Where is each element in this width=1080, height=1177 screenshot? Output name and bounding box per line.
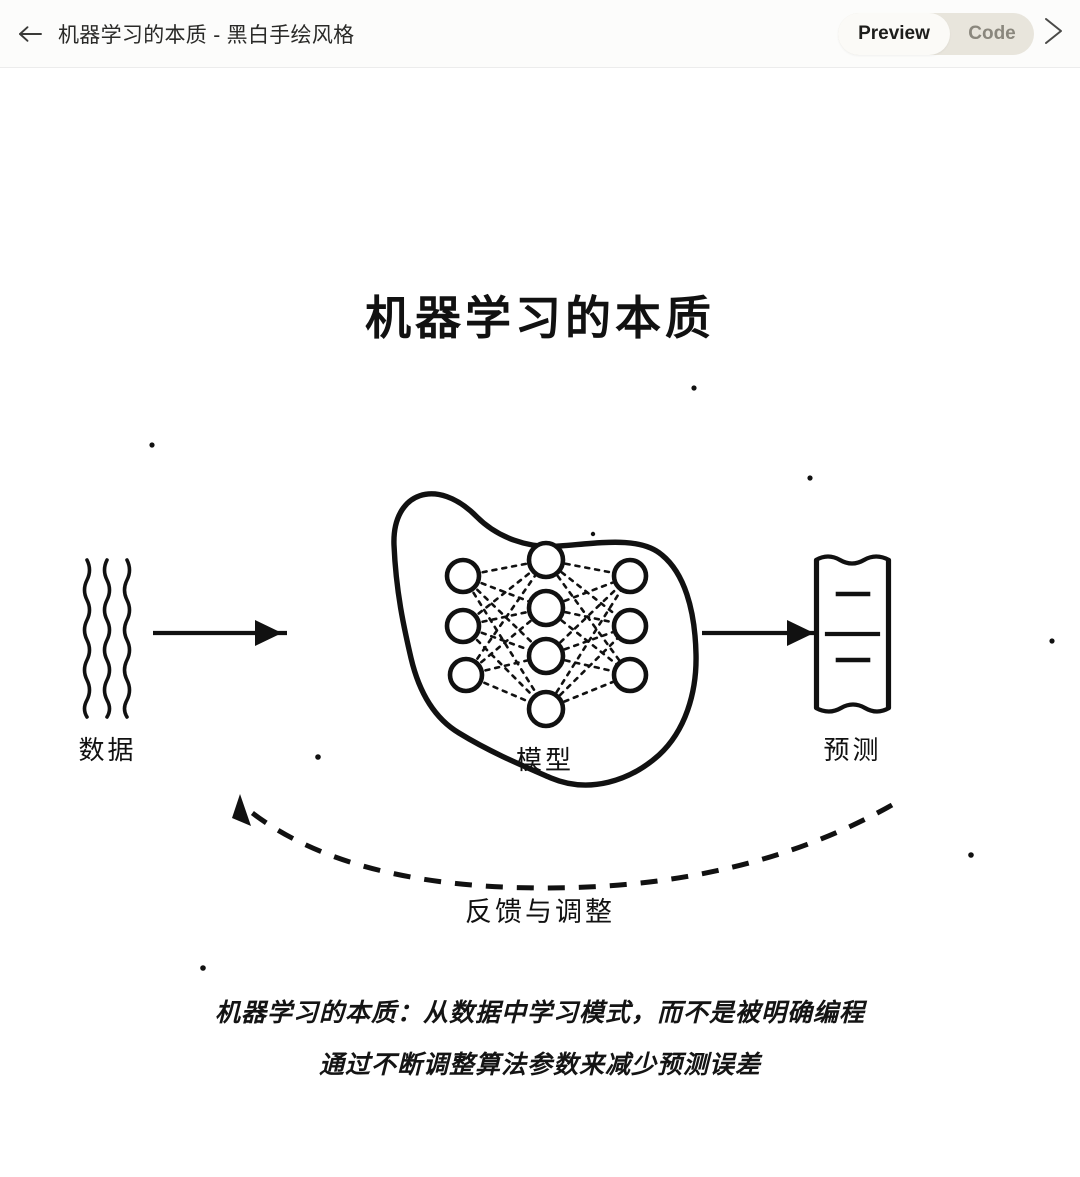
view-mode-toggle: Preview Code <box>838 12 1034 55</box>
close-chevron-icon <box>1040 14 1074 53</box>
feedback-arrow <box>232 794 894 891</box>
page-title: 机器学习的本质 - 黑白手绘风格 <box>58 23 355 47</box>
diagram-title: 机器学习的本质 <box>365 291 715 345</box>
prediction-document <box>813 554 892 714</box>
app-header: 机器学习的本质 - 黑白手绘风格 Preview Code <box>0 0 1080 68</box>
data-wavy-lines <box>82 558 132 719</box>
preview-canvas: 机器学习的本质 <box>0 68 1080 1177</box>
label-model: 模型 <box>515 746 574 776</box>
back-button[interactable] <box>14 17 48 51</box>
arrow-model-to-prediction <box>702 620 818 646</box>
network-nodes <box>444 540 649 729</box>
tab-code[interactable]: Code <box>968 22 1016 44</box>
arrow-data-to-model <box>153 620 287 646</box>
label-feedback: 反馈与调整 <box>465 897 615 928</box>
handdrawn-diagram <box>82 385 1055 971</box>
label-prediction: 预测 <box>823 736 882 766</box>
label-data: 数据 <box>78 736 137 766</box>
tab-preview[interactable]: Preview <box>838 12 950 55</box>
close-button[interactable] <box>1040 12 1080 56</box>
caption-line-2: 通过不断调整算法参数来减少预测误差 <box>318 1050 761 1079</box>
caption-line-1: 机器学习的本质：从数据中学习模式，而不是被明确编程 <box>214 998 865 1027</box>
arrow-left-icon <box>18 23 44 45</box>
